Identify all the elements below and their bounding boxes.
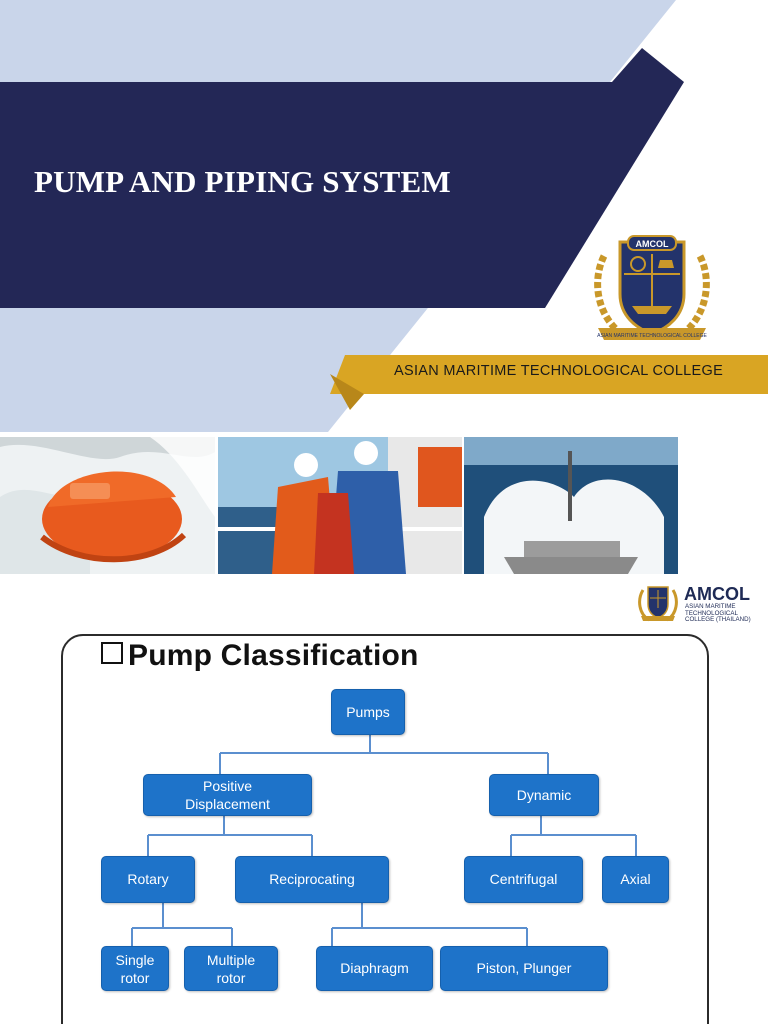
gold-ribbon-fold [330, 374, 364, 410]
node-rotary: Rotary [101, 856, 195, 903]
node-reciprocating: Reciprocating [235, 856, 389, 903]
node-dynamic: Dynamic [489, 774, 599, 816]
slide-title: PUMP AND PIPING SYSTEM [34, 164, 451, 199]
crew-safety-drill-photo [218, 437, 462, 574]
node-single-rotor: Single rotor [101, 946, 169, 991]
checkbox-bullet-icon [101, 642, 123, 664]
college-name: ASIAN MARITIME TECHNOLOGICAL COLLEGE [394, 363, 724, 379]
title-banner [0, 82, 684, 308]
logo-subtitle: ASIAN MARITIME TECHNOLOGICAL COLLEGE (TH… [685, 603, 751, 624]
amcol-crest-logo: AMCOL ASIAN MARITIME TECHNOLOGICAL COLLE… [594, 235, 710, 340]
gold-ribbon [330, 355, 768, 394]
node-diaphragm: Diaphragm [316, 946, 433, 991]
logo-wordmark: AMCOL [684, 584, 750, 604]
tree-connector-lines [131, 735, 637, 946]
title-slide: PUMP AND PIPING SYSTEM AMCOL ASIAN MARIT… [0, 0, 768, 574]
ship-bow-wave-photo [464, 437, 678, 574]
svg-text:AMCOL: AMCOL [636, 239, 669, 249]
lifeboat-photo [0, 437, 215, 574]
classification-slide: AMCOL ASIAN MARITIME TECHNOLOGICAL COLLE… [0, 575, 768, 1024]
node-positive-displacement: Positive Displacement [143, 774, 312, 816]
node-piston-plunger: Piston, Plunger [440, 946, 608, 991]
heading-text: Pump Classification [128, 639, 419, 672]
node-centrifugal: Centrifugal [464, 856, 583, 903]
node-pumps: Pumps [331, 689, 405, 735]
node-multiple-rotor: Multiple rotor [184, 946, 278, 991]
node-axial: Axial [602, 856, 669, 903]
navy-corner-triangle [612, 48, 684, 82]
slide-heading: Pump Classification [101, 639, 419, 673]
crest-motto: ASIAN MARITIME TECHNOLOGICAL COLLEGE [597, 333, 707, 339]
slide-background [0, 0, 768, 432]
amcol-seal-icon [638, 586, 678, 622]
amcol-logo: AMCOL ASIAN MARITIME TECHNOLOGICAL COLLE… [637, 582, 755, 624]
